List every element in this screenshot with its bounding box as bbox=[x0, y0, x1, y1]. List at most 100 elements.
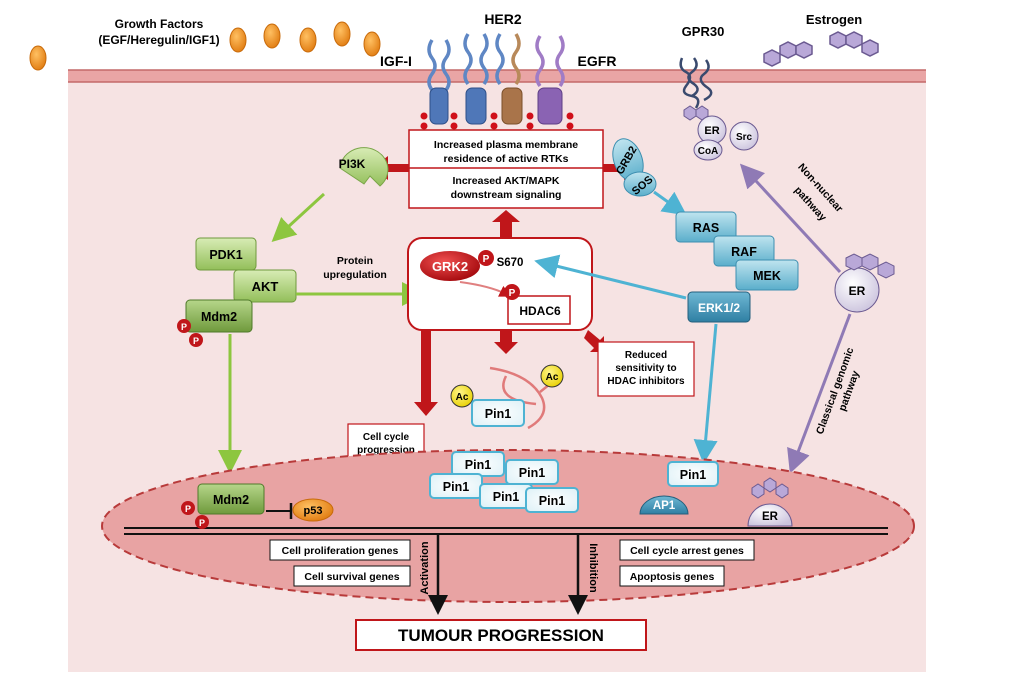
cell-cycle-line2: progression bbox=[357, 445, 415, 456]
mdm2-label: Mdm2 bbox=[201, 310, 237, 324]
grk2-phospho bbox=[478, 250, 494, 266]
grk2-p: P bbox=[483, 254, 490, 265]
growth-factors-label: Growth Factors bbox=[115, 17, 204, 31]
reduced-line1: Reduced bbox=[625, 350, 667, 361]
egfr-label: EGFR bbox=[578, 53, 617, 69]
nuc-p-2: P bbox=[199, 518, 205, 528]
rtk-signaling-box bbox=[408, 129, 604, 209]
nuc-p-1: P bbox=[185, 504, 191, 514]
arrow-grk2-hdac6 bbox=[459, 281, 512, 297]
raf-label: RAF bbox=[731, 245, 757, 259]
nuclear-mdm2-label: Mdm2 bbox=[213, 493, 249, 507]
pi3k-node bbox=[339, 147, 389, 187]
pin1-ap1-label: Pin1 bbox=[680, 468, 706, 482]
mek-label: MEK bbox=[753, 269, 781, 283]
hdac6-phospho bbox=[504, 284, 520, 300]
igf1-receptor bbox=[427, 39, 451, 125]
er-nuclear bbox=[747, 477, 793, 527]
nuc-phospho-2 bbox=[195, 515, 209, 529]
cell-survival-label: Cell survival genes bbox=[304, 571, 399, 583]
cell-cycle-arrest-label: Cell cycle arrest genes bbox=[630, 545, 744, 557]
pin1-n5: Pin1 bbox=[539, 494, 565, 508]
tumour-progression-label: TUMOUR PROGRESSION bbox=[398, 626, 604, 645]
pin1-cytoplasm bbox=[471, 399, 525, 427]
p-mdm2-2: P bbox=[193, 336, 199, 346]
pin1-n4: Pin1 bbox=[493, 490, 519, 504]
grb2-node bbox=[612, 138, 657, 197]
phospho-mdm2-2 bbox=[189, 333, 203, 347]
nuclear-mdm2-block bbox=[197, 483, 265, 515]
er-complex-coa: CoA bbox=[698, 146, 719, 157]
arrow-er-nonnuclear bbox=[739, 163, 842, 274]
ac-label-2: Ac bbox=[546, 372, 559, 383]
hdac6-p: P bbox=[509, 288, 516, 299]
rtk-box-line3: Increased AKT/MAPK bbox=[453, 175, 560, 187]
akt-label: AKT bbox=[252, 279, 279, 294]
igf1-label: IGF-I bbox=[380, 53, 412, 69]
pin1-n3: Pin1 bbox=[443, 480, 469, 494]
mdm2-block bbox=[185, 299, 253, 333]
arrow-er-classical bbox=[787, 313, 852, 474]
er-cytoplasm bbox=[834, 253, 895, 313]
er-nuclear-label: ER bbox=[762, 511, 779, 523]
arrow-pi3k-pdk1 bbox=[271, 192, 326, 243]
er-complex-src: Src bbox=[736, 132, 753, 143]
grk2-oval bbox=[420, 251, 480, 281]
her2-receptor bbox=[463, 33, 523, 125]
arrow-sos-ras bbox=[653, 190, 687, 216]
reduced-line2: sensitivity to bbox=[615, 363, 676, 374]
pin1-label-cyto: Pin1 bbox=[485, 407, 511, 421]
mek-block bbox=[735, 259, 799, 291]
rtk-box-line2: residence of active RTKs bbox=[444, 153, 569, 165]
pin1-ap1 bbox=[667, 461, 719, 487]
cell-prolif-label: Cell proliferation genes bbox=[282, 545, 399, 557]
arrow-erk-grk2 bbox=[534, 254, 687, 300]
grk2-label: GRK2 bbox=[432, 259, 468, 274]
estrogen-label: Estrogen bbox=[806, 12, 862, 27]
apoptosis-label: Apoptosis genes bbox=[630, 571, 715, 583]
cell-cycle-arrest-box bbox=[619, 539, 755, 561]
arrow-erk-ap1 bbox=[693, 323, 718, 464]
hdac6-label: HDAC6 bbox=[519, 304, 561, 318]
nuc-phospho-1 bbox=[181, 501, 195, 515]
tumour-progression-box bbox=[355, 619, 647, 651]
akt-block bbox=[233, 269, 297, 303]
growth-factor-ligands bbox=[29, 21, 381, 71]
p-mdm2-1: P bbox=[181, 322, 187, 332]
er-membrane-complex bbox=[683, 105, 759, 161]
ac-circle-2 bbox=[540, 364, 564, 388]
ras-label: RAS bbox=[693, 221, 719, 235]
rtk-box-line4: downstream signaling bbox=[451, 189, 562, 201]
phospho-dots bbox=[420, 112, 574, 130]
ras-block bbox=[675, 211, 737, 243]
rtk-box-line1: Increased plasma membrane bbox=[434, 139, 578, 151]
protein-upregulation-1: Protein bbox=[337, 255, 373, 267]
ac-circle-1 bbox=[450, 384, 474, 408]
reduced-line3: HDAC inhibitors bbox=[607, 376, 685, 387]
her2-label: HER2 bbox=[484, 11, 522, 27]
er-cyto-label: ER bbox=[849, 284, 866, 298]
gpr30-label: GPR30 bbox=[682, 24, 725, 39]
pin1-n2: Pin1 bbox=[519, 466, 545, 480]
protein-upregulation-2: upregulation bbox=[323, 269, 387, 281]
estrogen-molecules bbox=[763, 31, 879, 67]
p53-label: p53 bbox=[304, 505, 323, 517]
ap1-label: AP1 bbox=[653, 500, 676, 512]
erk-label: ERK1/2 bbox=[698, 301, 740, 315]
growth-factors-sublabel: (EGF/Heregulin/IGF1) bbox=[98, 33, 219, 47]
pi3k-label: PI3K bbox=[339, 157, 366, 171]
erk-block bbox=[687, 291, 751, 323]
cell-prolif-box bbox=[269, 539, 411, 561]
apoptosis-box bbox=[619, 565, 725, 587]
inhibition-label: Inhibition bbox=[587, 543, 599, 593]
reduced-sensitivity-box bbox=[597, 341, 695, 397]
pin1-cluster bbox=[429, 451, 579, 513]
activation-label: Activation bbox=[419, 541, 431, 594]
cell-survival-box bbox=[293, 565, 411, 587]
ac-label-1: Ac bbox=[456, 392, 469, 403]
nucleus bbox=[101, 449, 915, 603]
egfr-receptor bbox=[535, 35, 565, 125]
er-complex-er: ER bbox=[704, 125, 719, 137]
hdac6-box bbox=[507, 295, 571, 325]
